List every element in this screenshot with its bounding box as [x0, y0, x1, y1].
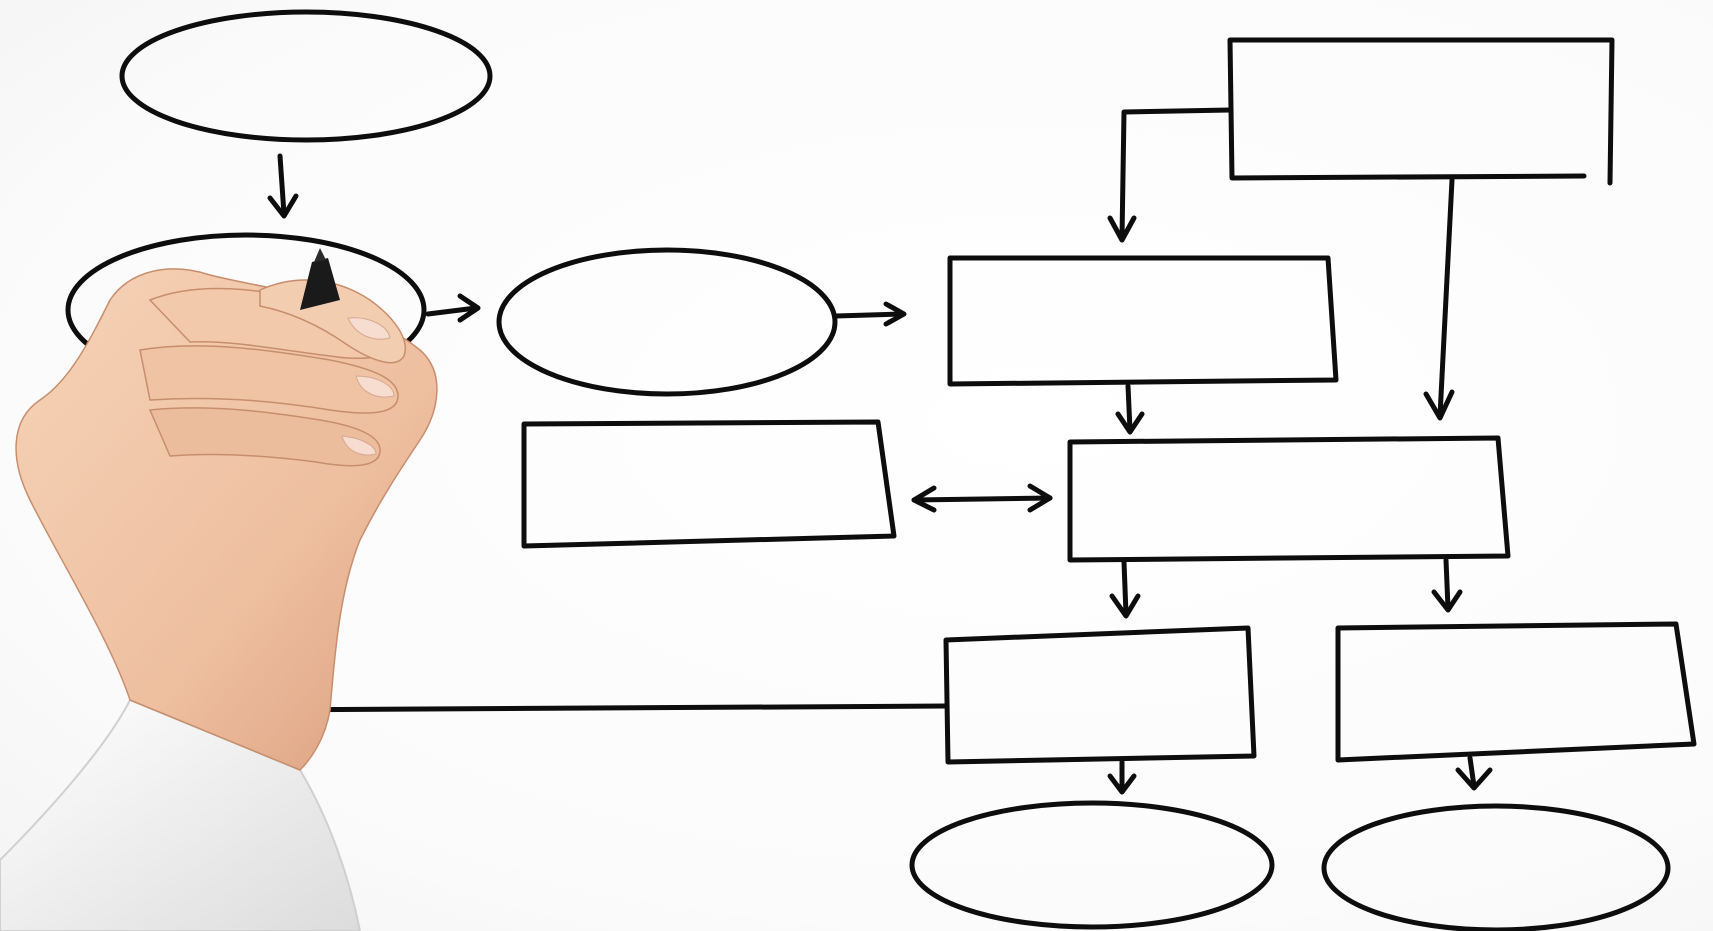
flowchart-rect-top-right	[1227, 37, 1615, 186]
connector-hand-to-middle-ellipse	[425, 305, 479, 317]
arrowhead-icon	[883, 301, 907, 327]
connector-central-to-bottom-middle	[1121, 559, 1129, 617]
marker-tip	[314, 248, 326, 262]
flowchart-ellipse-bottom-right	[1321, 803, 1671, 931]
connector-ellipse-to-upper-rect	[833, 311, 905, 319]
arrowhead-icon	[1115, 411, 1145, 435]
middle-finger	[139, 345, 399, 414]
arrowhead-icon	[1423, 389, 1455, 421]
arrowhead-icon	[1455, 767, 1493, 791]
fingernail	[347, 317, 391, 340]
connector-bottom-right-rect-to-ellipse	[1467, 755, 1477, 789]
fingernail	[341, 435, 377, 456]
arrowhead-icon	[1027, 483, 1053, 513]
fingernail	[355, 375, 395, 398]
flowchart-rect-bottom-right	[1335, 621, 1697, 763]
arrowhead-icon	[1109, 593, 1141, 619]
flowchart-ellipse-start	[119, 9, 493, 143]
connector-upper-rect-to-central	[1125, 383, 1133, 433]
arrowhead-icon	[267, 193, 299, 219]
flowchart-rect-left	[521, 419, 897, 549]
flowchart-ellipse-bottom-middle	[909, 800, 1275, 930]
ring-finger	[148, 407, 381, 467]
connector-top-rect-left-branch	[1119, 107, 1233, 241]
connector-top-rect-right-branch	[1437, 177, 1455, 419]
flowchart-rect-central	[1067, 435, 1511, 563]
flowchart-rect-bottom-middle	[943, 625, 1257, 765]
connector-bidirectional	[911, 495, 1053, 503]
flowchart-rect-upper-middle	[947, 255, 1339, 387]
hand-holding-marker-illustration	[0, 248, 438, 931]
connector-start-to-hand-ellipse	[277, 153, 287, 217]
arrowhead-icon	[911, 485, 937, 513]
connector-central-to-bottom-right	[1443, 557, 1451, 611]
flowchart-ellipse-middle	[496, 247, 838, 397]
arrowhead-icon	[1107, 773, 1137, 795]
arrowhead-icon	[1107, 215, 1137, 243]
arrowhead-icon	[1431, 589, 1463, 613]
marker-body	[300, 258, 340, 310]
arrowhead-icon	[457, 293, 481, 323]
